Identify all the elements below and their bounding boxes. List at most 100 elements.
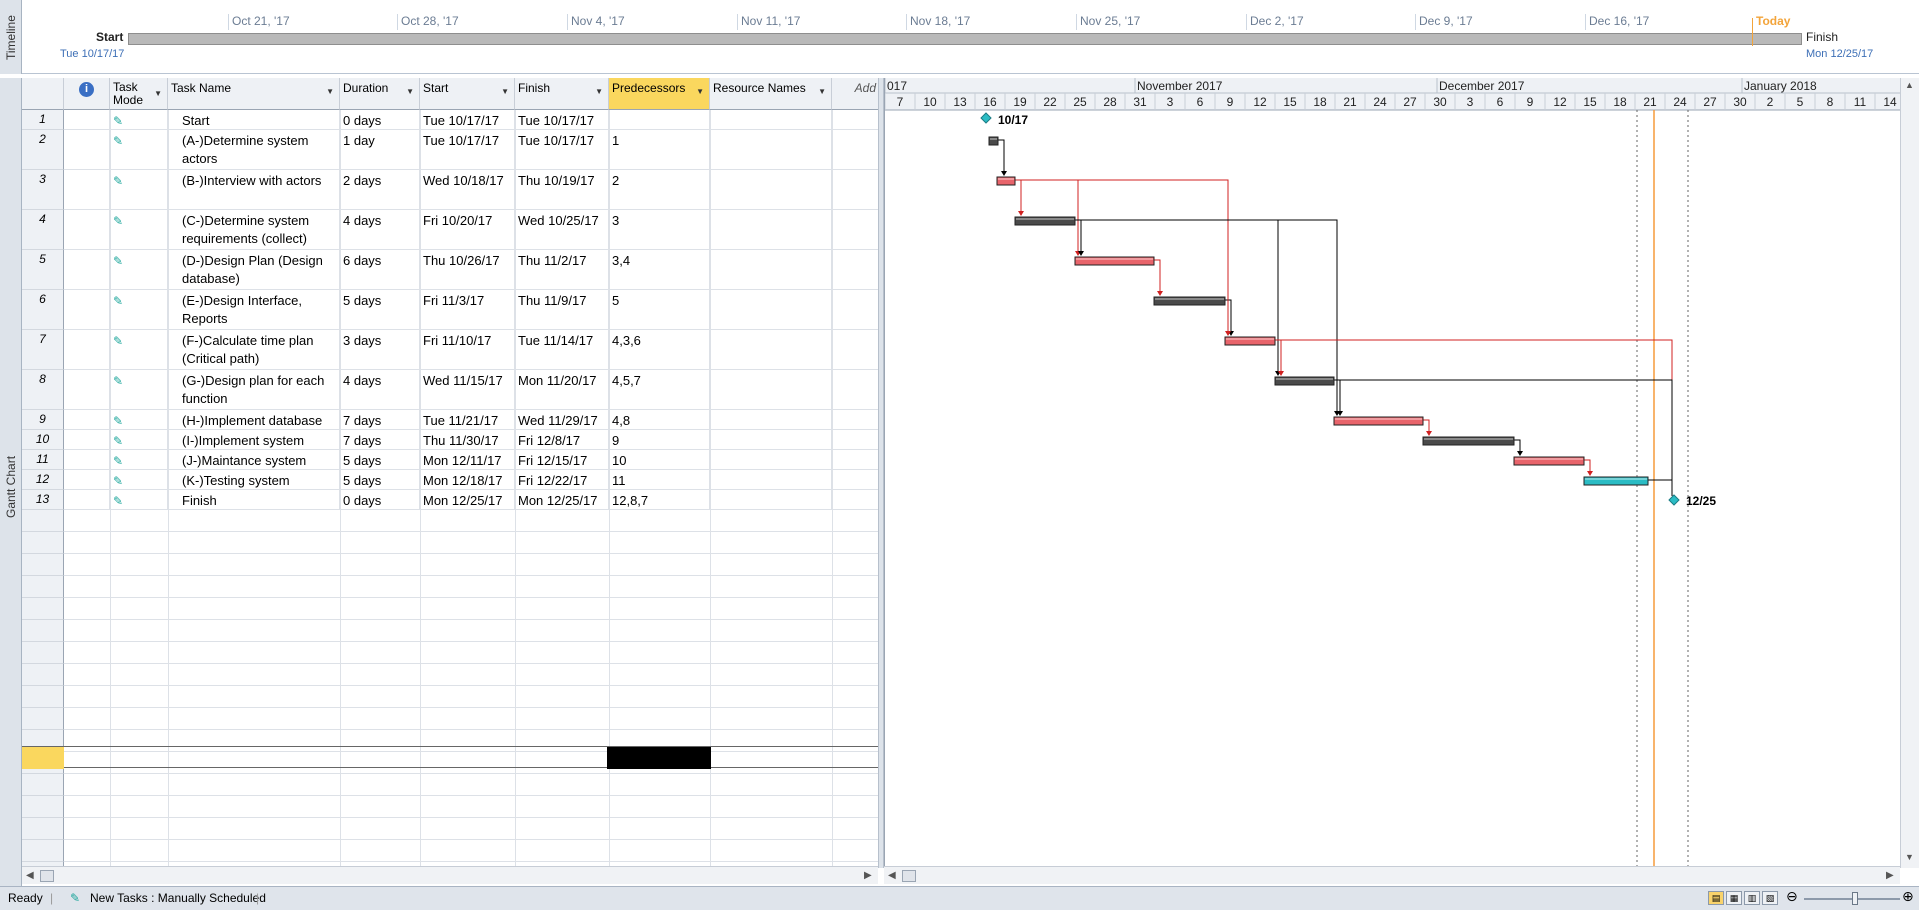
task-name-column-header[interactable]: Task Name▼ <box>168 78 340 110</box>
chevron-down-icon[interactable]: ▼ <box>818 87 826 96</box>
resource-sheet-view-icon[interactable]: ▧ <box>1762 891 1778 905</box>
task-start-cell[interactable]: Fri 11/10/17 <box>420 330 515 370</box>
task-pred-cell[interactable]: 4,5,7 <box>609 370 710 410</box>
gantt-horizontal-scrollbar[interactable]: ◀ ▶ <box>884 866 1900 884</box>
empty-row[interactable] <box>64 840 878 862</box>
task-name-cell[interactable]: (K-)Testing system <box>168 470 340 490</box>
task-name-cell[interactable]: (F-)Calculate time plan (Critical path) <box>168 330 340 370</box>
select-all-corner[interactable] <box>22 78 64 110</box>
start-column-header[interactable]: Start▼ <box>420 78 515 110</box>
task-resource-cell[interactable] <box>710 470 832 490</box>
task-bar[interactable] <box>1513 456 1585 466</box>
task-bar[interactable] <box>1224 336 1276 346</box>
task-bar[interactable] <box>1014 216 1076 226</box>
task-start-cell[interactable]: Mon 12/18/17 <box>420 470 515 490</box>
task-add-column-cell[interactable] <box>832 250 878 290</box>
predecessors-column-header[interactable]: Predecessors▼ <box>609 78 710 110</box>
task-resource-cell[interactable] <box>710 290 832 330</box>
task-start-cell[interactable]: Wed 11/15/17 <box>420 370 515 410</box>
task-finish-cell[interactable]: Fri 12/15/17 <box>515 450 609 470</box>
task-pred-cell[interactable]: 4,3,6 <box>609 330 710 370</box>
empty-row[interactable] <box>64 708 878 730</box>
task-start-cell[interactable]: Mon 12/25/17 <box>420 490 515 510</box>
empty-row[interactable] <box>64 576 878 598</box>
chevron-down-icon[interactable]: ▼ <box>501 87 509 96</box>
task-finish-cell[interactable]: Mon 11/20/17 <box>515 370 609 410</box>
empty-row-number[interactable] <box>22 818 64 840</box>
task-add-column-cell[interactable] <box>832 210 878 250</box>
empty-row-number[interactable] <box>22 554 64 576</box>
task-start-cell[interactable]: Thu 10/26/17 <box>420 250 515 290</box>
empty-row[interactable] <box>64 730 878 752</box>
empty-row[interactable] <box>64 752 878 774</box>
task-mode-cell[interactable]: ✎ <box>110 470 168 490</box>
task-mode-cell[interactable]: ✎ <box>110 430 168 450</box>
task-bar[interactable] <box>1422 436 1515 446</box>
empty-row[interactable] <box>64 510 878 532</box>
task-mode-cell[interactable]: ✎ <box>110 450 168 470</box>
empty-row-number[interactable] <box>22 862 64 868</box>
task-finish-cell[interactable]: Tue 10/17/17 <box>515 110 609 130</box>
selected-row-number[interactable] <box>22 747 64 769</box>
team-planner-view-icon[interactable]: ▥ <box>1744 891 1760 905</box>
row-number[interactable]: 3 <box>22 170 64 210</box>
task-resource-cell[interactable] <box>710 430 832 450</box>
task-bar[interactable] <box>1274 376 1335 386</box>
task-pred-cell[interactable]: 3 <box>609 210 710 250</box>
task-start-cell[interactable]: Mon 12/11/17 <box>420 450 515 470</box>
chevron-down-icon[interactable]: ▼ <box>595 87 603 96</box>
task-name-cell[interactable]: Start <box>168 110 340 130</box>
task-finish-cell[interactable]: Thu 11/9/17 <box>515 290 609 330</box>
task-duration-cell[interactable]: 5 days <box>340 470 420 490</box>
task-name-cell[interactable]: (D-)Design Plan (Design database) <box>168 250 340 290</box>
task-name-cell[interactable]: (G-)Design plan for each function <box>168 370 340 410</box>
task-resource-cell[interactable] <box>710 170 832 210</box>
task-bar[interactable] <box>1153 296 1226 306</box>
task-start-cell[interactable]: Tue 10/17/17 <box>420 110 515 130</box>
task-pred-cell[interactable]: 5 <box>609 290 710 330</box>
task-bar[interactable] <box>1583 476 1649 486</box>
task-resource-cell[interactable] <box>710 370 832 410</box>
task-mode-cell[interactable]: ✎ <box>110 130 168 170</box>
empty-row-number[interactable] <box>22 510 64 532</box>
gantt-view-bar[interactable]: Gantt Chart <box>0 78 22 888</box>
view-splitter[interactable] <box>878 78 884 868</box>
task-resource-cell[interactable] <box>710 110 832 130</box>
info-cell[interactable] <box>64 170 110 210</box>
task-mode-cell[interactable]: ✎ <box>110 490 168 510</box>
task-mode-cell[interactable]: ✎ <box>110 250 168 290</box>
info-column-header[interactable]: i <box>64 78 110 110</box>
task-finish-cell[interactable]: Fri 12/8/17 <box>515 430 609 450</box>
task-name-cell[interactable]: (C-)Determine system requirements (colle… <box>168 210 340 250</box>
grid-scroll-thumb[interactable] <box>40 870 54 882</box>
new-tasks-mode[interactable]: New Tasks : Manually Scheduled <box>90 891 266 905</box>
task-bar[interactable] <box>988 136 999 146</box>
task-resource-cell[interactable] <box>710 330 832 370</box>
gantt-scroll-thumb[interactable] <box>902 870 916 882</box>
empty-row[interactable] <box>64 554 878 576</box>
task-add-column-cell[interactable] <box>832 330 878 370</box>
zoom-in-icon[interactable]: ⊕ <box>1902 888 1914 904</box>
row-number[interactable]: 7 <box>22 330 64 370</box>
task-finish-cell[interactable]: Tue 10/17/17 <box>515 130 609 170</box>
task-duration-cell[interactable]: 1 day <box>340 130 420 170</box>
empty-row[interactable] <box>64 532 878 554</box>
task-add-column-cell[interactable] <box>832 290 878 330</box>
chevron-down-icon[interactable]: ▼ <box>154 89 162 98</box>
empty-row-number[interactable] <box>22 532 64 554</box>
info-cell[interactable] <box>64 130 110 170</box>
empty-row-number[interactable] <box>22 774 64 796</box>
info-cell[interactable] <box>64 490 110 510</box>
task-add-column-cell[interactable] <box>832 490 878 510</box>
task-mode-cell[interactable]: ✎ <box>110 410 168 430</box>
zoom-slider-thumb[interactable] <box>1852 892 1858 905</box>
task-mode-cell[interactable]: ✎ <box>110 290 168 330</box>
empty-row-number[interactable] <box>22 576 64 598</box>
task-start-cell[interactable]: Wed 10/18/17 <box>420 170 515 210</box>
task-duration-cell[interactable]: 7 days <box>340 430 420 450</box>
task-bar[interactable] <box>1333 416 1424 426</box>
task-duration-cell[interactable]: 3 days <box>340 330 420 370</box>
task-duration-cell[interactable]: 2 days <box>340 170 420 210</box>
scroll-right-icon[interactable]: ▶ <box>864 870 872 881</box>
timeline-side-label[interactable]: Timeline <box>0 0 22 74</box>
